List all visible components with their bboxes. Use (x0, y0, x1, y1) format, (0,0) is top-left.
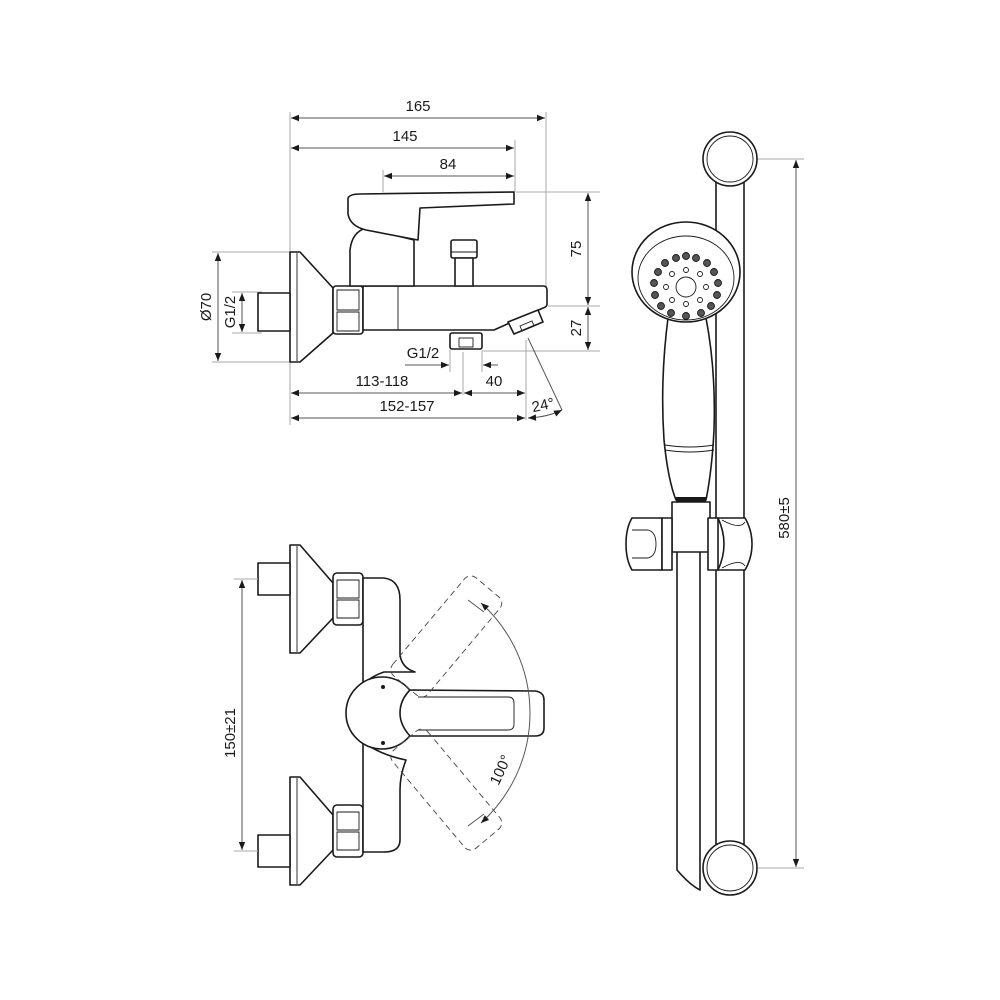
dim-lever-rotation: 100° (487, 752, 516, 787)
dim-spout-angle: 24° (530, 395, 556, 416)
dim-height-spout: 27 (568, 320, 585, 337)
front-view-mixer: 100° 150±21 (222, 544, 545, 886)
dim-overall-length: 165 (405, 98, 430, 115)
dim-inlet-thread: G1/2 (222, 296, 239, 329)
spray-nozzles (650, 252, 722, 320)
dim-wall-to-spout: 152-157 (379, 398, 434, 415)
dim-outlet-to-spout: 40 (486, 373, 503, 390)
dim-body-length: 145 (392, 128, 417, 145)
dim-outlet-thread: G1/2 (407, 345, 440, 362)
dim-wall-to-outlet: 113-118 (356, 373, 409, 390)
side-view-mixer: 165 145 84 75 27 Ø70 G1/2 G1/2 113-118 4… (198, 98, 600, 425)
shower-rail-set: 580±5 (625, 131, 804, 896)
dim-lever-length: 84 (440, 156, 457, 173)
dim-height-lever: 75 (568, 241, 585, 258)
dim-centres: 150±21 (222, 708, 239, 758)
dim-rail-length: 580±5 (776, 497, 793, 539)
dim-rosette-diameter: Ø70 (198, 293, 215, 321)
